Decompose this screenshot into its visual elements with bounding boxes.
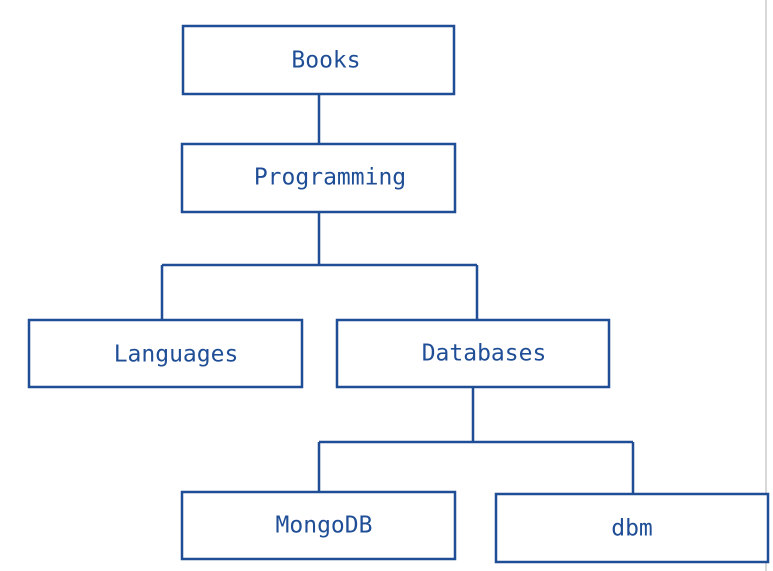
node-mongodb[interactable]: MongoDB — [180, 490, 457, 561]
node-books-box — [181, 24, 456, 96]
node-books[interactable]: Books — [181, 24, 456, 96]
node-dbm-box — [494, 492, 770, 564]
node-languages[interactable]: Languages — [27, 318, 304, 389]
connectors — [160, 94, 635, 494]
node-dbm-label: dbm — [611, 516, 653, 542]
edge-databases-children — [317, 387, 635, 494]
node-programming-box — [180, 142, 457, 214]
node-mongodb-box — [180, 490, 457, 561]
node-mongodb-label: MongoDB — [276, 513, 373, 539]
node-languages-box — [27, 318, 304, 389]
node-programming[interactable]: Programming — [180, 142, 457, 214]
node-languages-label: Languages — [114, 342, 239, 368]
node-databases-label: Databases — [422, 341, 547, 367]
node-databases-box — [335, 318, 611, 389]
node-dbm[interactable]: dbm — [494, 492, 770, 564]
node-books-label: Books — [291, 48, 360, 74]
node-programming-label: Programming — [254, 165, 406, 191]
node-databases[interactable]: Databases — [335, 318, 611, 389]
edge-programming-children — [160, 212, 479, 320]
